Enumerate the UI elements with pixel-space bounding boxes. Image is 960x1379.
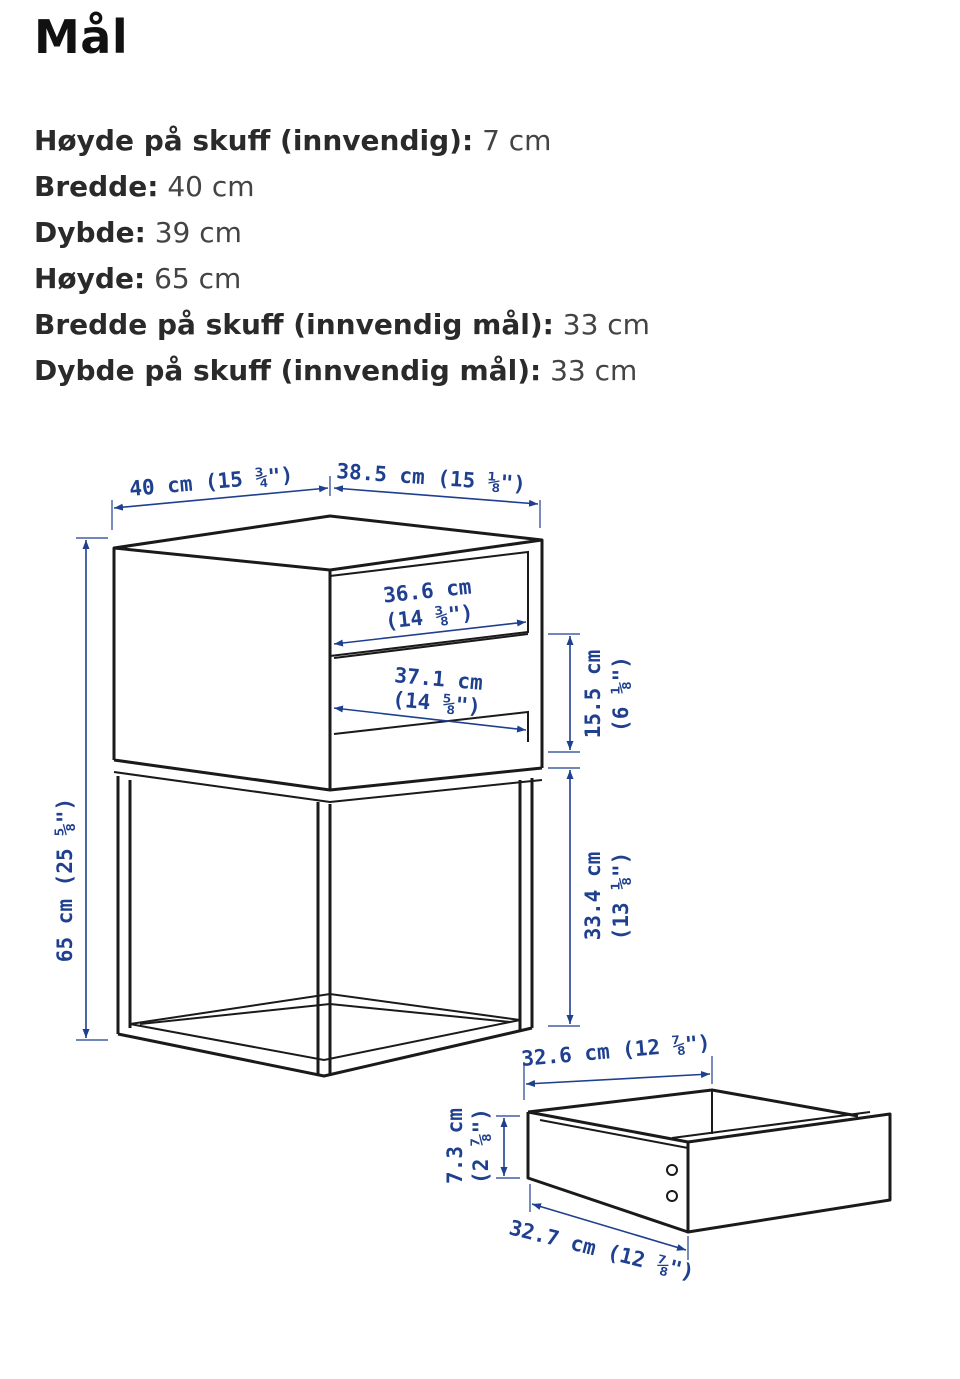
spec-label: Høyde:: [34, 262, 146, 295]
screw-icon: [666, 1190, 678, 1202]
spec-value: 65 cm: [154, 262, 242, 295]
spec-label: Bredde:: [34, 170, 159, 203]
spec-list: Høyde på skuff (innvendig): 7 cm Bredde:…: [34, 118, 650, 394]
dim-width: 40 cm (15 ¾"): [128, 463, 294, 501]
spec-item: Høyde: 65 cm: [34, 256, 650, 302]
dim-lower-height-inch: (13 ⅛"): [609, 852, 633, 941]
spec-item: Dybde på skuff (innvendig mål): 33 cm: [34, 348, 650, 394]
dim-drawer-height: 7.3 cm: [443, 1108, 467, 1184]
page-title: Mål: [34, 10, 129, 64]
dimension-lines: [76, 476, 713, 1260]
dim-height: 65 cm (25 ⅝"): [53, 798, 77, 962]
spec-value: 33 cm: [550, 354, 638, 387]
spec-label: Dybde:: [34, 216, 146, 249]
spec-item: Dybde: 39 cm: [34, 210, 650, 256]
screw-icon: [666, 1164, 678, 1176]
dim-upper-height: 15.5 cm: [581, 650, 605, 739]
drawer-drawing: [526, 1088, 892, 1234]
dim-lower-height: 33.4 cm: [581, 852, 605, 941]
dim-upper-height-inch: (6 ⅛"): [609, 656, 633, 732]
spec-value: 33 cm: [562, 308, 650, 341]
nightstand-drawing: [112, 514, 544, 1078]
spec-item: Høyde på skuff (innvendig): 7 cm: [34, 118, 650, 164]
spec-item: Bredde: 40 cm: [34, 164, 650, 210]
spec-value: 40 cm: [167, 170, 255, 203]
spec-item: Bredde på skuff (innvendig mål): 33 cm: [34, 302, 650, 348]
spec-label: Bredde på skuff (innvendig mål):: [34, 308, 554, 341]
spec-label: Dybde på skuff (innvendig mål):: [34, 354, 542, 387]
spec-label: Høyde på skuff (innvendig):: [34, 124, 474, 157]
spec-value: 39 cm: [154, 216, 242, 249]
spec-value: 7 cm: [482, 124, 552, 157]
dim-drawer-height-inch: (2 ⅞"): [469, 1108, 493, 1184]
dim-drawer-inner-width: 32.6 cm (12 ⅞"): [520, 1031, 711, 1071]
